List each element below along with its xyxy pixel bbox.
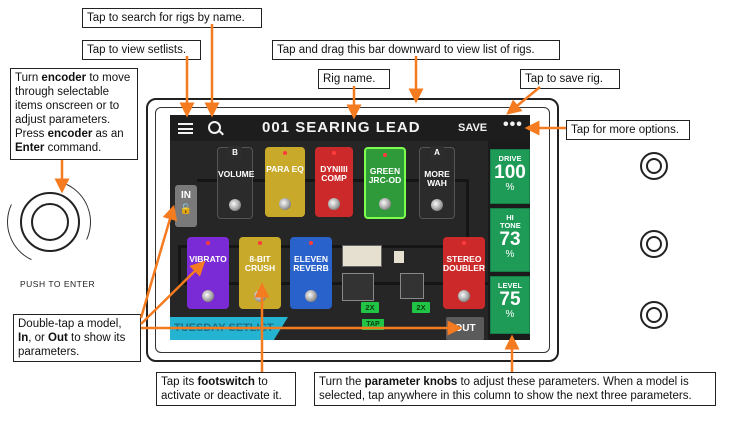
tap-tempo[interactable]: TAP [362, 319, 384, 330]
pedal-label: 8-BIT CRUSH [244, 254, 276, 273]
in-block[interactable]: IN 🔓 [175, 185, 197, 227]
out-block[interactable]: OUT [446, 317, 484, 340]
amp-block[interactable] [342, 245, 382, 267]
save-button[interactable]: SAVE [458, 122, 488, 134]
footswitch-knob[interactable] [458, 290, 470, 302]
menu-icon[interactable] [178, 123, 193, 134]
callout-parameter-knobs: Turn the parameter knobs to adjust these… [314, 372, 716, 406]
callout-footswitch: Tap its footswitch to activate or deacti… [156, 372, 296, 406]
footswitch-knob[interactable] [379, 198, 391, 210]
callout-setlists: Tap to view setlists. [82, 40, 201, 60]
setlist-bar[interactable]: TUESDAY SETLIST [170, 317, 288, 340]
utility-block[interactable] [394, 251, 404, 263]
pedal-dyniiii-comp[interactable]: DYNIIII COMP [315, 147, 353, 217]
footswitch-knob[interactable] [279, 198, 291, 210]
callout-more-options: Tap for more options. [566, 120, 690, 140]
stomp-block[interactable] [400, 273, 424, 299]
footswitch-knob[interactable] [229, 199, 241, 211]
lock-icon: 🔓 [179, 204, 193, 215]
pedal-label: GREEN JRC-OD [368, 166, 402, 185]
x2-badge-1[interactable]: 2X [361, 302, 379, 313]
callout-search: Tap to search for rigs by name. [82, 8, 262, 28]
touchscreen: 001 SEARING LEAD SAVE ••• IN 🔓 B VOLUME … [170, 115, 530, 340]
callout-drag-bar: Tap and drag this bar downward to view l… [272, 40, 560, 60]
pedal-para-eq[interactable]: PARA EQ [265, 147, 305, 217]
footswitch-tag-a: A [430, 146, 444, 159]
pedal-vibrato[interactable]: VIBRATO [187, 237, 229, 309]
encoder-knob[interactable] [20, 192, 80, 252]
parameter-column[interactable]: DRIVE 100 % HI TONE 73 % LEVEL 75 % [488, 141, 530, 340]
param-hi-tone[interactable]: HI TONE 73 % [490, 208, 530, 272]
top-bar[interactable]: 001 SEARING LEAD SAVE ••• [170, 115, 530, 141]
callout-save-rig: Tap to save rig. [520, 69, 620, 89]
pedal-label: DYNIIII COMP [320, 164, 348, 183]
pedal-8-bit-crush[interactable]: 8-BIT CRUSH [239, 237, 281, 309]
footswitch-knob[interactable] [431, 199, 443, 211]
parameter-knob-1[interactable] [640, 152, 668, 180]
cab-block[interactable] [342, 273, 374, 301]
footswitch-tag-b: B [228, 146, 242, 159]
more-options-icon[interactable]: ••• [503, 116, 523, 133]
parameter-knob-2[interactable] [640, 230, 668, 258]
callout-encoder: Turn encoder to move through selectable … [10, 68, 138, 160]
pedal-more-wah[interactable]: A MORE WAH [419, 146, 455, 219]
pedal-label: VIBRATO [189, 254, 227, 264]
in-label: IN [181, 190, 191, 201]
callout-rig-name: Rig name. [318, 69, 390, 89]
rig-name[interactable]: 001 SEARING LEAD [262, 119, 421, 136]
x2-badge-2[interactable]: 2X [412, 302, 430, 313]
pedal-label: ELEVEN REVERB [293, 254, 329, 273]
footswitch-knob[interactable] [305, 290, 317, 302]
parameter-knob-3[interactable] [640, 301, 668, 329]
search-icon[interactable] [208, 121, 221, 134]
pedal-eleven-reverb[interactable]: ELEVEN REVERB [290, 237, 332, 309]
param-drive[interactable]: DRIVE 100 % [490, 149, 530, 204]
pedalboard: IN 🔓 B VOLUME PARA EQ DYNIIII COMP GREEN… [170, 141, 488, 340]
pedal-stereo-doubler[interactable]: STEREO DOUBLER [443, 237, 485, 309]
encoder-label: PUSH TO ENTER [20, 279, 96, 289]
pedal-label: STEREO DOUBLER [443, 254, 486, 273]
callout-double-tap: Double-tap a model, In, or Out to show i… [13, 314, 141, 362]
pedal-label: MORE WAH [424, 169, 450, 188]
pedal-label: VOLUME [218, 169, 255, 179]
pedal-green-jrc-od[interactable]: GREEN JRC-OD [364, 147, 406, 219]
pedal-volume[interactable]: B VOLUME [217, 146, 255, 219]
param-level[interactable]: LEVEL 75 % [490, 276, 530, 334]
footswitch-knob[interactable] [202, 290, 214, 302]
footswitch-knob[interactable] [328, 198, 340, 210]
pedal-label: PARA EQ [266, 164, 304, 174]
footswitch-knob[interactable] [254, 290, 266, 302]
